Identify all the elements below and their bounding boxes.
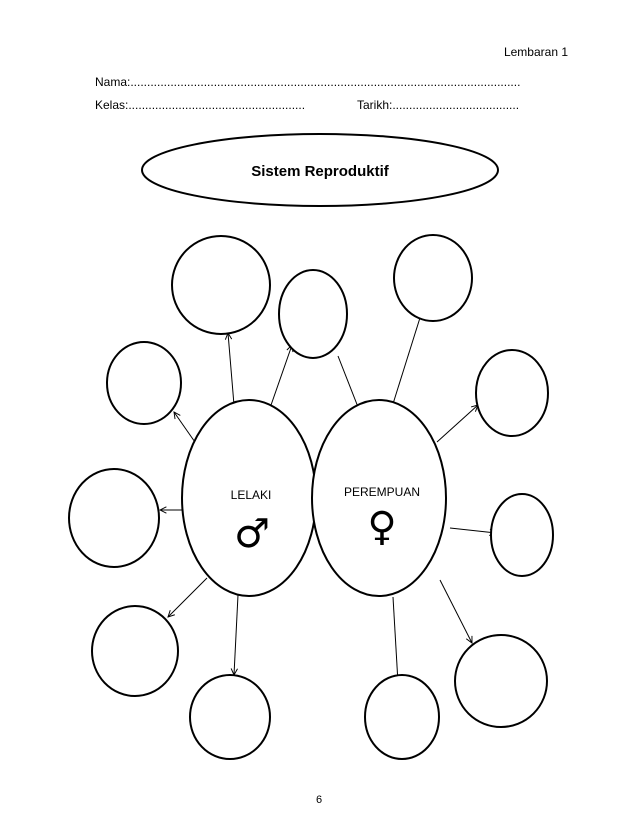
- female-symbol-icon: ♀: [367, 504, 396, 550]
- answer-bubble: [189, 674, 271, 760]
- answer-bubble: [171, 235, 271, 335]
- connector-arrow: [174, 412, 198, 446]
- connector-arrow: [168, 577, 208, 617]
- answer-bubble: [106, 341, 182, 425]
- male-symbol-icon: ♂: [234, 511, 270, 557]
- diagram-title: Sistem Reproduktif: [251, 163, 390, 180]
- page-number: 6: [315, 794, 323, 806]
- connectors: [160, 305, 496, 683]
- connector-arrow: [269, 345, 292, 409]
- female-label: PEREMPUAN: [344, 485, 420, 499]
- connector-arrow: [436, 405, 478, 443]
- answer-bubble: [364, 674, 440, 760]
- answer-bubble: [91, 605, 179, 697]
- male-label: LELAKI: [231, 488, 272, 502]
- name-field: Nama:...................................…: [95, 75, 521, 89]
- answer-bubble: [278, 269, 348, 359]
- connector-arrow: [449, 527, 496, 533]
- date-field: Tarikh:.................................…: [357, 98, 520, 112]
- answer-bubbles: [68, 234, 554, 760]
- connector-line: [337, 355, 359, 408]
- class-field: Kelas:..................................…: [95, 98, 306, 112]
- answer-bubble: [68, 468, 160, 568]
- sheet-label: Lembaran 1: [503, 45, 568, 59]
- connector-arrow: [392, 596, 398, 683]
- connector-arrow: [391, 305, 424, 408]
- connector-arrow: [234, 594, 239, 675]
- female-hub: [311, 399, 447, 597]
- answer-bubble: [454, 634, 548, 728]
- title-oval: [141, 133, 499, 207]
- answer-bubble: [490, 493, 554, 577]
- answer-bubble: [393, 234, 473, 322]
- connector-arrow: [439, 579, 472, 643]
- connector-arrow: [228, 333, 235, 406]
- answer-bubble: [475, 349, 549, 437]
